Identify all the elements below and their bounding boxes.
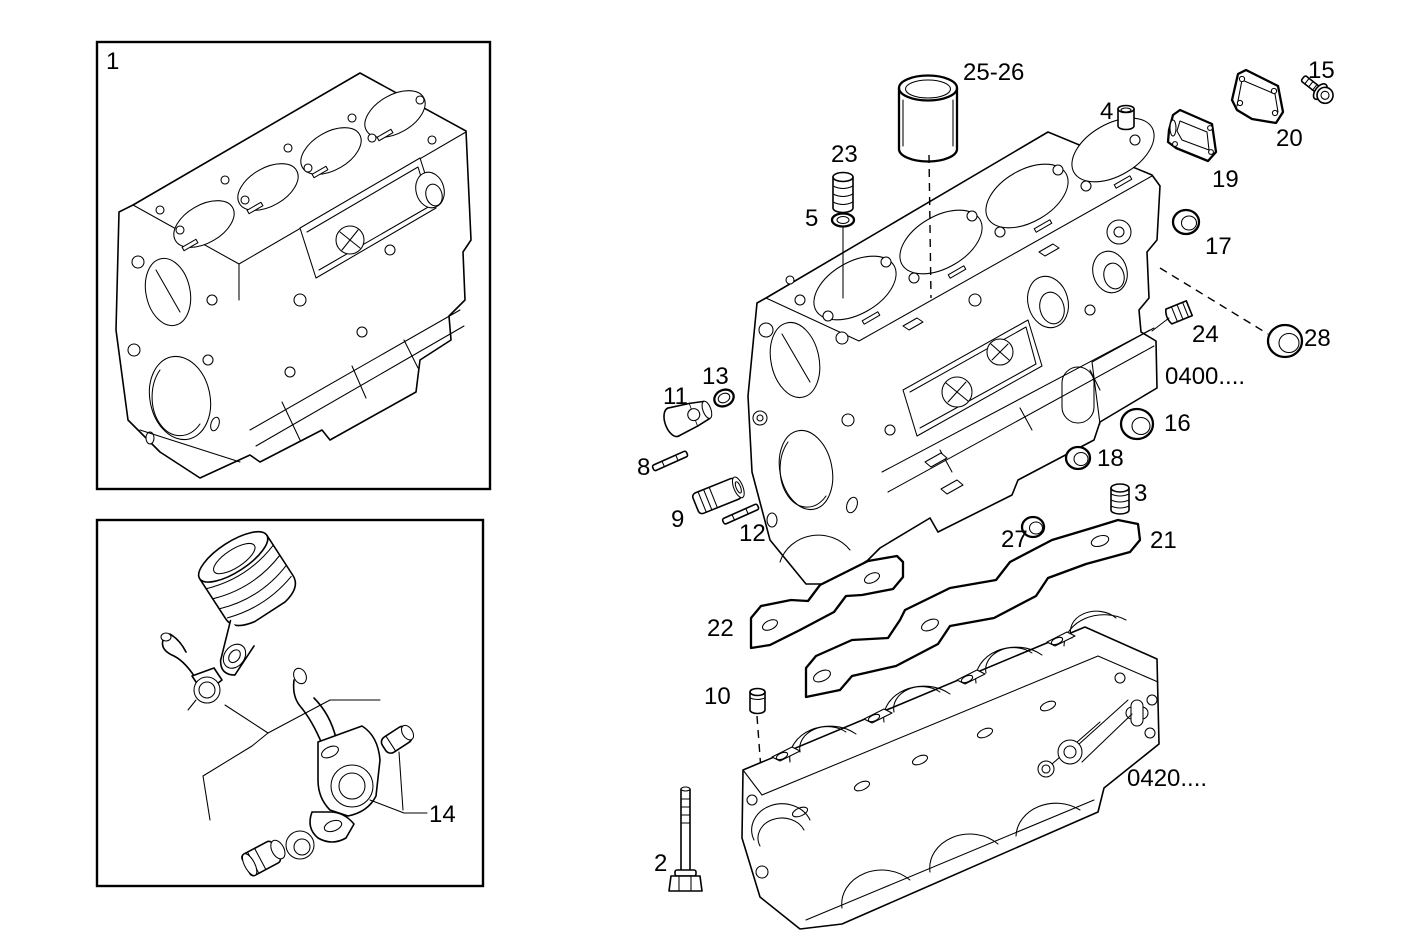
stud-12	[721, 503, 760, 525]
oil-jet-assembly	[292, 667, 381, 817]
callout-14: 14	[429, 801, 456, 828]
callout-13: 13	[702, 363, 729, 390]
oil-jet-check-valve	[380, 724, 415, 754]
seal-ring-13	[713, 388, 735, 408]
callout-9: 9	[671, 506, 684, 533]
overview-cylinder-block	[115, 72, 472, 479]
callout-15: 15	[1308, 57, 1335, 84]
callout-2: 2	[654, 850, 667, 877]
panel-border	[95, 40, 492, 491]
callout-23: 23	[831, 141, 858, 168]
overview-panel: 1	[95, 40, 492, 491]
callout-27: 27	[1001, 526, 1028, 553]
leader-line-28	[1159, 267, 1269, 335]
cup-plug-27	[1020, 515, 1046, 539]
callout-8: 8	[637, 454, 650, 481]
callout-19: 19	[1212, 166, 1239, 193]
gasket-19	[1166, 108, 1218, 163]
callout-18: 18	[1097, 445, 1124, 472]
callout-5: 5	[805, 205, 818, 232]
cup-plug-18	[1064, 445, 1092, 471]
cup-plug-16	[1119, 407, 1155, 441]
cover-plate-20	[1230, 68, 1285, 125]
callout-25-26: 25-26	[963, 59, 1024, 86]
gasket-left-22	[749, 554, 905, 650]
callout-20: 20	[1276, 125, 1303, 152]
bush-9	[691, 476, 745, 515]
callout-16: 16	[1164, 410, 1191, 437]
panel-border	[95, 518, 485, 888]
ref-0400: 0400....	[1165, 363, 1245, 390]
cup-plug-28	[1266, 323, 1304, 359]
callout-4: 4	[1100, 98, 1113, 125]
callout-12: 12	[739, 520, 766, 547]
leader-line	[1151, 317, 1170, 332]
liner-centerline	[928, 154, 932, 299]
main-cylinder-block	[747, 117, 1161, 585]
ref-0420: 0420....	[1127, 765, 1207, 792]
leader-line	[369, 799, 428, 814]
plug-23	[832, 171, 854, 214]
cup-plug-17	[1171, 208, 1201, 236]
nozzle-panel: 14	[95, 518, 485, 888]
finned-bushing	[197, 530, 297, 676]
leader-line	[202, 704, 269, 821]
callout-11: 11	[663, 383, 688, 410]
bolt-15	[1300, 75, 1334, 105]
stud-8	[651, 450, 689, 472]
callout-28: 28	[1304, 325, 1331, 352]
leader-line	[267, 699, 381, 734]
screw-plug-24	[1165, 300, 1194, 325]
leader-line	[398, 751, 404, 811]
main-bearing-bolt-2	[668, 786, 703, 892]
seal-ring-5	[830, 212, 856, 228]
pressure-valve	[241, 830, 315, 877]
callout-22: 22	[707, 615, 734, 642]
screw-plug-11	[663, 400, 713, 438]
callout-17: 17	[1205, 233, 1232, 260]
callout-10: 10	[704, 683, 731, 710]
callout-24: 24	[1192, 321, 1219, 348]
callout-21: 21	[1150, 527, 1177, 554]
plug-4	[1117, 104, 1135, 131]
dowel-10	[749, 687, 766, 715]
crankcase-lower-half	[741, 610, 1160, 930]
oil-jet-clamp	[309, 811, 355, 843]
cylinder-liner	[897, 74, 959, 163]
screw-plug-3	[1110, 483, 1130, 515]
gasket-right-21	[804, 518, 1142, 699]
oil-jet-small	[160, 632, 223, 711]
callout-3: 3	[1134, 480, 1147, 507]
callout-1: 1	[106, 48, 119, 75]
